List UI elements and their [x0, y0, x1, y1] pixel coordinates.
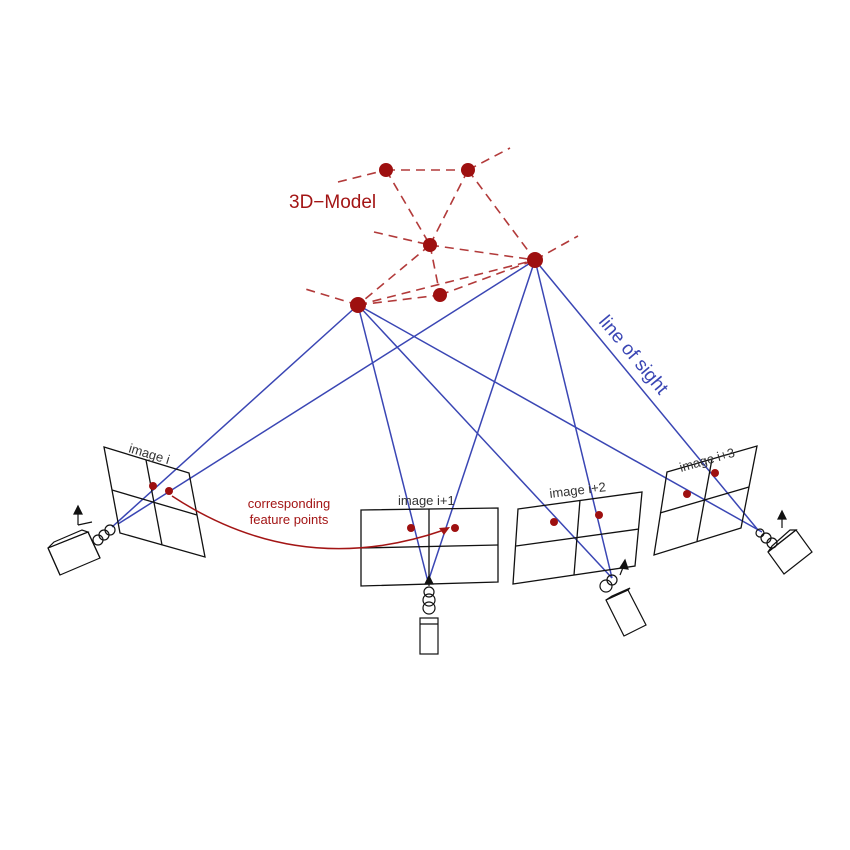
- image-i3-label: image i+3: [678, 445, 737, 475]
- corresponding-label-line2: feature points: [250, 512, 329, 527]
- image-plane-i3: [653, 445, 758, 556]
- image-plane-i: [103, 446, 206, 558]
- correspondence-arrow: [171, 495, 450, 550]
- model-edges: [301, 147, 579, 306]
- camera-i-icon: [47, 504, 116, 576]
- image-i2-label: image i+2: [549, 479, 607, 501]
- camera-i2-icon: [599, 558, 647, 637]
- camera-i3-icon: [755, 509, 813, 575]
- image-plane-i2: [512, 491, 643, 585]
- corresponding-label-line1: corresponding: [248, 496, 330, 511]
- image-i1-label: image i+1: [398, 493, 455, 508]
- feature-points: [149, 469, 719, 532]
- line-of-sight-label: line of sight: [594, 312, 672, 400]
- model-points: [350, 163, 543, 313]
- model-label: 3D−Model: [289, 192, 376, 213]
- image-i-label: image i: [127, 441, 172, 468]
- lines-of-sight: [111, 259, 763, 583]
- image-plane-i1: [360, 507, 499, 587]
- camera-i1-icon: [419, 574, 439, 655]
